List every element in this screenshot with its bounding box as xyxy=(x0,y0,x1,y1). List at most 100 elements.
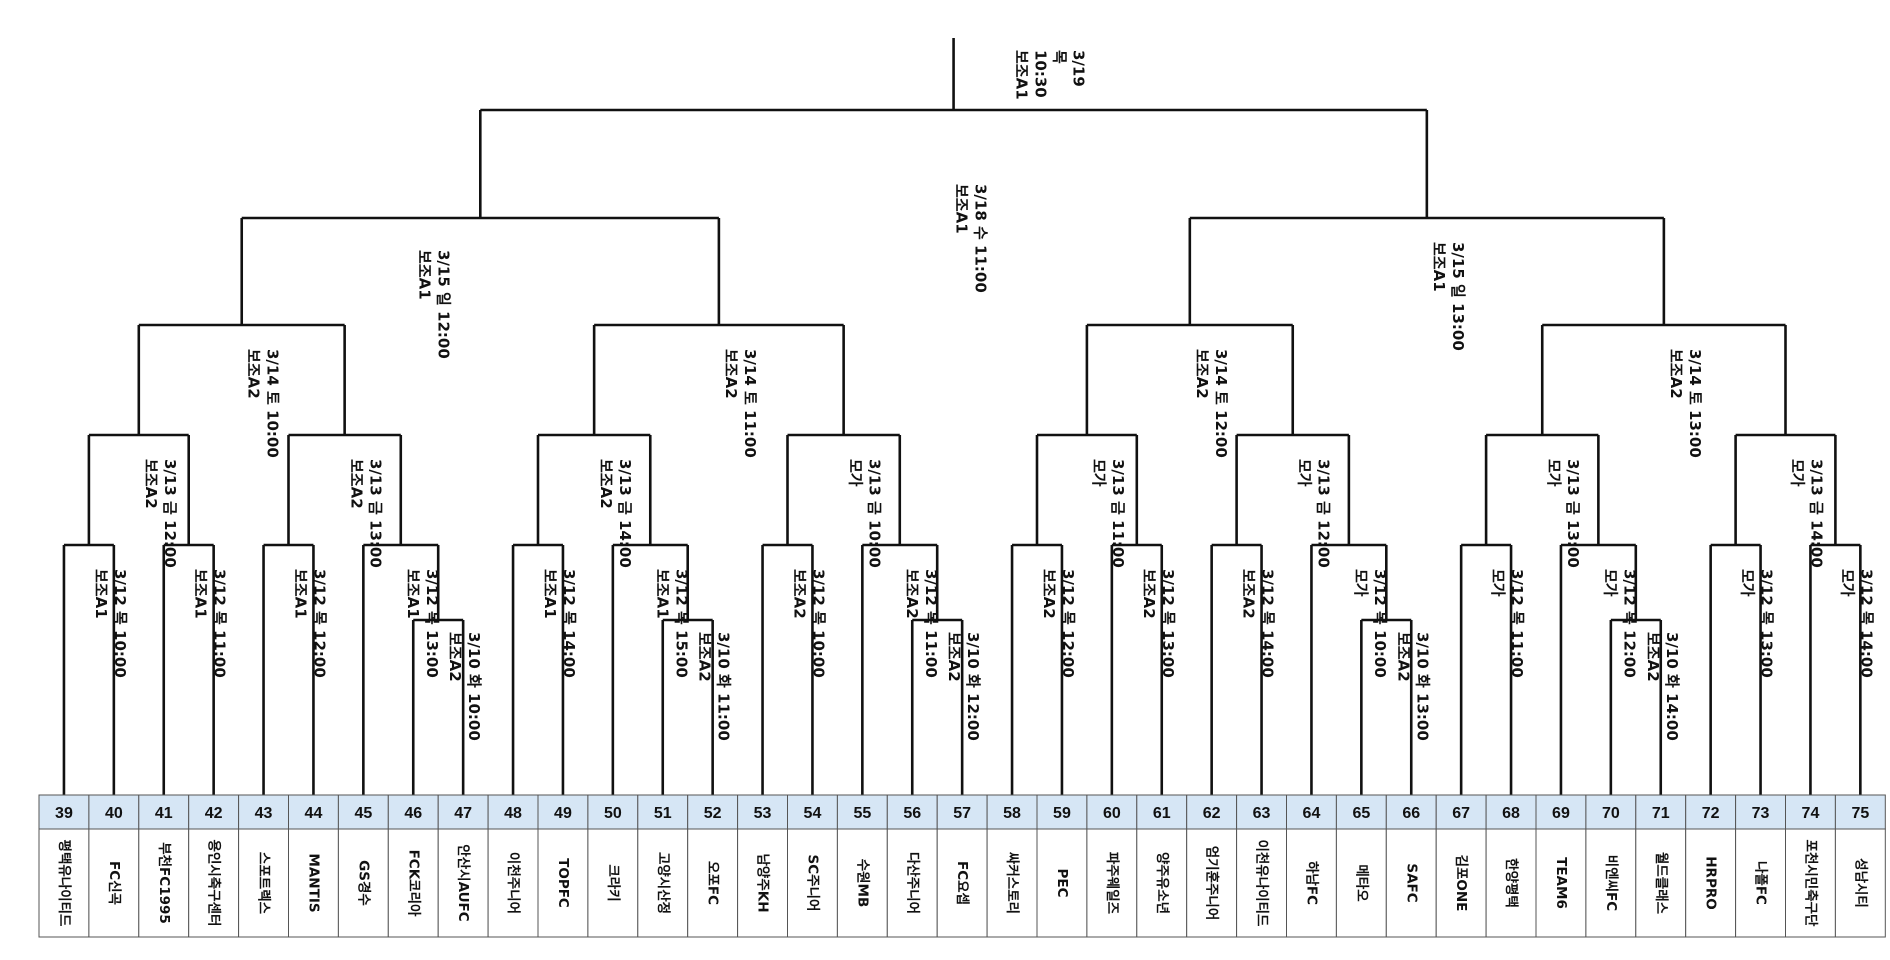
match-time: 3/12 목 11:00 xyxy=(211,569,229,678)
seed-number: 69 xyxy=(1552,805,1570,822)
seed-number: 56 xyxy=(903,805,921,822)
team-name: 남양주KH xyxy=(755,853,772,912)
seed-number: 49 xyxy=(554,805,572,822)
team-name: 평택유나이티드 xyxy=(56,840,73,928)
match-text: 3/15 일 13:00보조A1 xyxy=(1430,242,1467,351)
seed-number: 48 xyxy=(504,805,522,822)
match-text: 3/13 금 12:00모가 xyxy=(1296,459,1333,568)
match-time: 3/14 토 13:00 xyxy=(1686,349,1704,458)
match-text: 3/12 목 10:00모가 xyxy=(1352,569,1389,678)
match-label: 3/12 목 13:00보조A2 xyxy=(1140,569,1177,678)
seed-number: 60 xyxy=(1103,805,1121,822)
match-venue: 보조A2 xyxy=(1394,632,1412,682)
team-name: 엄기훈주니어 xyxy=(1204,846,1221,921)
match-text: 3/12 목 12:00보조A1 xyxy=(292,569,329,678)
seed-number-cell xyxy=(487,794,539,830)
team-name: 이천주니어 xyxy=(505,852,522,914)
seed-number: 66 xyxy=(1402,805,1420,822)
team-name: 한양평택 xyxy=(1503,858,1520,908)
match-label: 3/14 토 12:00보조A2 xyxy=(1193,349,1230,458)
team-name-cell xyxy=(1834,828,1886,938)
seed-number-cell xyxy=(38,794,90,830)
team-column: 63 이천유나이티드 xyxy=(1236,794,1287,938)
match-venue: 보조A2 xyxy=(348,459,366,509)
match-text: 3/12 목 11:00보조A2 xyxy=(903,569,940,678)
match-venue: 보조A1 xyxy=(404,569,422,619)
seed-number: 74 xyxy=(1802,805,1820,822)
team-name: FC신곡 xyxy=(106,861,122,905)
seed-number: 67 xyxy=(1452,805,1470,822)
team-name-cell xyxy=(637,828,689,938)
match-venue: 보조A1 xyxy=(415,250,433,300)
team-name: 월드클래스 xyxy=(1653,852,1670,915)
match-date: 3/19 xyxy=(1070,50,1088,87)
match-venue: 보조A2 xyxy=(245,349,263,399)
match-time: 3/13 금 14:00 xyxy=(1808,459,1826,568)
match-time: 3/12 목 10:00 xyxy=(1371,569,1389,678)
match-text: 3/12 목 15:00보조A1 xyxy=(653,569,690,678)
match-label: 3/12 목 12:00보조A2 xyxy=(1040,569,1077,678)
team-name-cell xyxy=(1535,828,1587,938)
seed-number-cell xyxy=(138,794,190,830)
team-name: 메타오 xyxy=(1353,864,1369,902)
match-text: 3/12 목 10:00보조A1 xyxy=(92,569,129,678)
match-label: 3/10 화 14:00보조A2 xyxy=(1644,632,1681,741)
match-venue: 보조A1 xyxy=(953,184,971,234)
match-text: 3/13 금 11:00모가 xyxy=(1090,459,1127,568)
match-venue: 모가 xyxy=(1489,569,1507,597)
team-name-cell xyxy=(1286,828,1337,938)
match-label: 3/12 목 10:00보조A1 xyxy=(92,569,129,678)
match-time: 3/14 토 11:00 xyxy=(741,349,759,458)
match-label: 3/14 토 10:00보조A2 xyxy=(245,349,282,458)
match-text: 3/15 일 12:00보조A1 xyxy=(415,250,452,359)
match-label: 3/14 토 13:00보조A2 xyxy=(1667,349,1704,458)
match-venue: 모가 xyxy=(1545,459,1563,487)
seed-number: 58 xyxy=(1003,805,1021,822)
match-text: 3/10 화 10:00보조A2 xyxy=(446,632,483,741)
match-text: 3/12 목 12:00보조A2 xyxy=(1040,569,1077,678)
team-name-cell xyxy=(1635,828,1687,938)
match-label: 3/12 목 10:00보조A2 xyxy=(791,569,828,678)
match-text: 3/13 금 12:00보조A2 xyxy=(142,459,179,568)
match-text: 3/12 목 11:00모가 xyxy=(1489,569,1526,678)
seed-number: 63 xyxy=(1253,805,1271,822)
match-text: 3/14 토 12:00보조A2 xyxy=(1193,349,1230,458)
match-time: 3/14 토 10:00 xyxy=(264,349,282,458)
team-name: TOPFC xyxy=(555,858,571,908)
match-venue: 보조A2 xyxy=(1644,632,1662,682)
team-name-cell xyxy=(238,828,290,938)
match-text: 3/18 수 11:00보조A1 xyxy=(953,184,990,293)
match-text: 3/12 목 14:00보조A1 xyxy=(541,569,578,678)
match-label: 3/13 금 14:00모가 xyxy=(1789,459,1826,568)
team-name: 안산시AUFC xyxy=(455,844,472,921)
match-text: 3/12 목 14:00모가 xyxy=(1838,569,1875,678)
match-time: 3/13 금 13:00 xyxy=(367,459,385,568)
team-name-cell xyxy=(1036,828,1088,938)
match-text: 3/10 화 12:00보조A2 xyxy=(945,632,982,741)
match-time: 3/12 목 14:00 xyxy=(1259,569,1277,678)
seed-number: 41 xyxy=(155,805,173,822)
team-name-cell xyxy=(836,828,888,938)
match-time: 3/13 금 10:00 xyxy=(866,459,884,568)
bracket-lines xyxy=(62,38,1862,795)
match-time: 3/12 목 14:00 xyxy=(560,569,578,678)
match-text: 3/10 화 13:00보조A2 xyxy=(1394,632,1431,741)
team-name: 이천유나이티드 xyxy=(1254,840,1271,928)
team-name-cell xyxy=(1385,828,1437,938)
seed-number: 55 xyxy=(853,805,871,822)
match-label: 3/13 금 12:00보조A2 xyxy=(142,459,179,568)
match-time: 3/10 화 14:00 xyxy=(1663,632,1681,741)
match-time: 3/12 목 11:00 xyxy=(922,569,940,678)
seed-number: 45 xyxy=(354,805,372,822)
